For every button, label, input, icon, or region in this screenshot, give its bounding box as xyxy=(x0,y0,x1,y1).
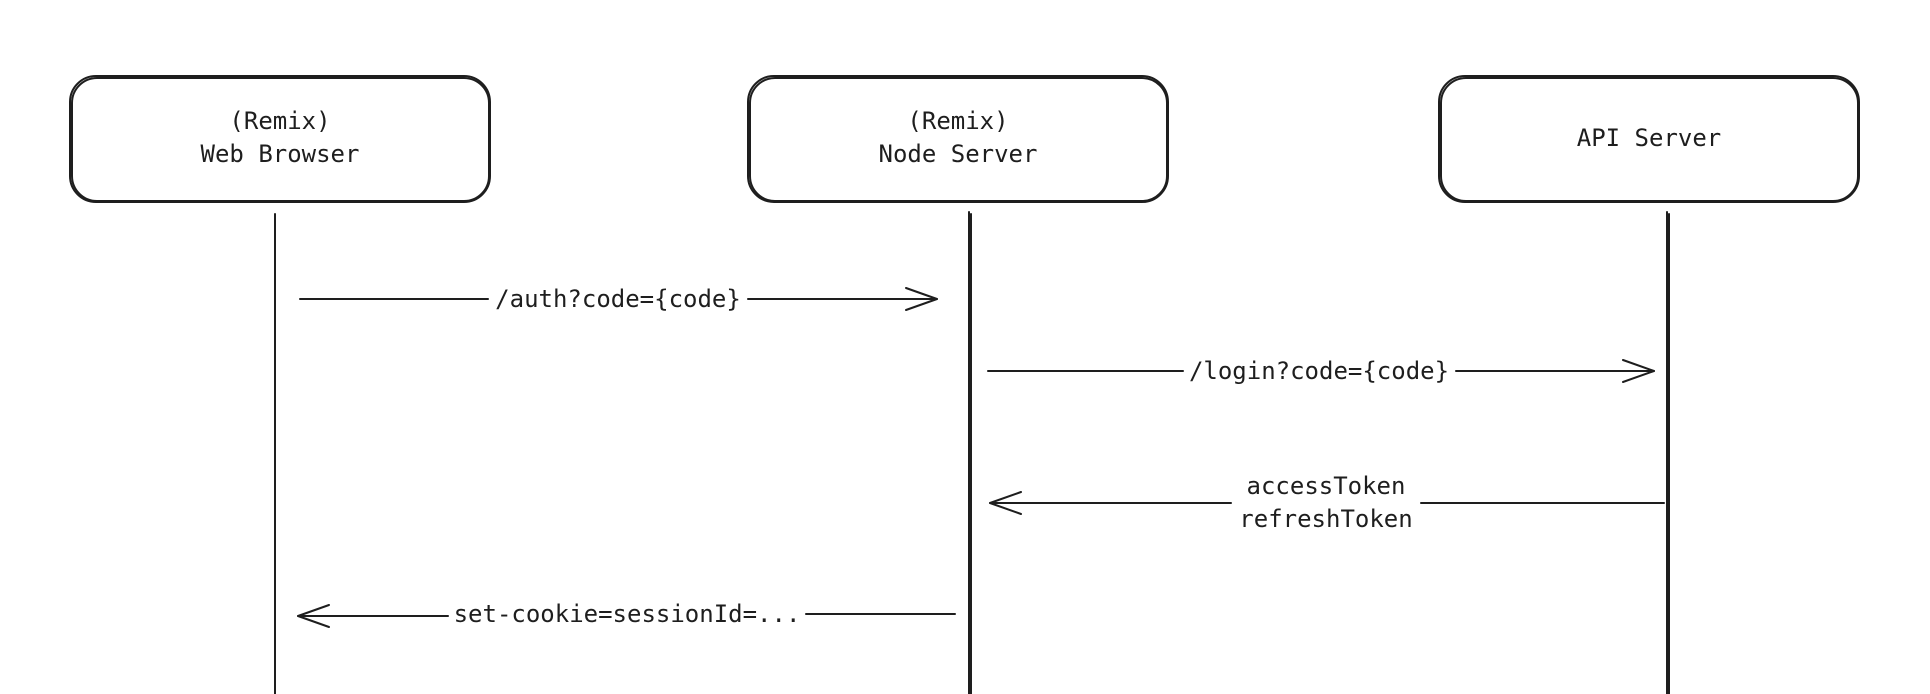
participant-web-browser: (Remix) Web Browser xyxy=(69,75,491,203)
message-login: /login?code={code} xyxy=(987,357,1655,385)
message-label: /auth?code={code} xyxy=(495,285,741,313)
participant-label-line-1: API Server xyxy=(1577,124,1722,152)
arrow-head-left-icon xyxy=(297,604,330,628)
participant-label-line-2: Web Browser xyxy=(201,140,360,168)
message-label: /login?code={code} xyxy=(1189,357,1449,385)
participant-label-line-2: Node Server xyxy=(879,140,1038,168)
participant-box xyxy=(69,75,491,203)
participant-label-line-1: (Remix) xyxy=(229,107,330,135)
participant-box-sketch xyxy=(1440,77,1859,202)
participant-node-server: (Remix) Node Server xyxy=(747,75,1169,203)
message-label: set-cookie=sessionId=... xyxy=(454,600,801,628)
lifelines xyxy=(274,211,1670,694)
participant-box-sketch xyxy=(71,77,490,202)
message-label-line-2: refreshToken xyxy=(1239,505,1412,533)
arrow-head-left-icon xyxy=(989,491,1022,515)
participant-box-sketch xyxy=(749,77,1168,202)
participant-label-line-1: (Remix) xyxy=(907,107,1008,135)
message-tokens: accessToken refreshToken xyxy=(989,472,1665,533)
arrow-head-right-icon xyxy=(1622,359,1655,383)
message-set-cookie: set-cookie=sessionId=... xyxy=(297,600,956,628)
participant-box xyxy=(747,75,1169,203)
message-label-line-1: accessToken xyxy=(1247,472,1406,500)
arrow-head-right-icon xyxy=(905,287,938,311)
participant-api-server: API Server xyxy=(1438,75,1860,203)
message-auth: /auth?code={code} xyxy=(299,285,938,313)
